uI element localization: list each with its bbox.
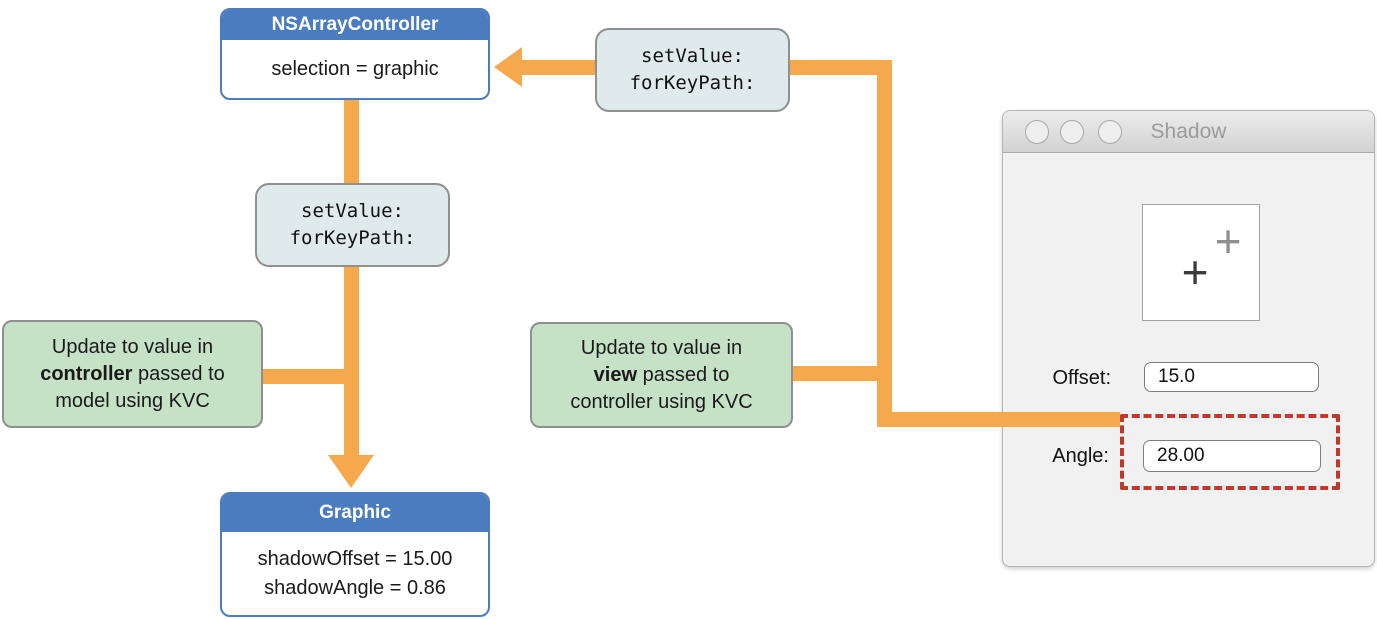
offset-label: Offset: [1052, 367, 1111, 389]
controller-update-note: Update to value in controller passed to … [2, 320, 263, 428]
arrowhead-left-icon [494, 47, 522, 87]
graphic-title: Graphic [222, 494, 488, 532]
shadow-offset-handle-icon[interactable]: + [1181, 246, 1209, 298]
kvc-setvalue-text: setValue: [301, 200, 404, 222]
offset-field[interactable] [1144, 362, 1319, 392]
shadow-offset-ghost-icon[interactable]: + [1214, 215, 1242, 267]
arrow-right-vertical-line [877, 60, 892, 427]
close-button-icon[interactable] [1025, 120, 1049, 144]
window-titlebar[interactable]: Shadow [1003, 111, 1374, 153]
nsarraycontroller-box: NSArrayController selection = graphic [220, 8, 490, 100]
arrow-view-note-connector [790, 366, 879, 381]
angle-label: Angle: [1052, 445, 1109, 467]
angle-field-highlight [1120, 414, 1340, 490]
window-title: Shadow [1150, 120, 1227, 143]
kvc-forkeypath-text: forKeyPath: [629, 72, 756, 94]
graphic-shadow-angle-text: shadowAngle = 0.86 [264, 576, 446, 599]
arrowhead-down-icon [328, 455, 374, 488]
note-line: controller using KVC [570, 390, 753, 413]
note-line: Update to value in [51, 335, 214, 358]
view-update-note: Update to value in view passed to contro… [530, 322, 793, 428]
minimize-button-icon[interactable] [1060, 120, 1084, 144]
zoom-button-icon[interactable] [1098, 120, 1122, 144]
controller-selection-text: selection = graphic [271, 57, 439, 80]
kvc-call-box-view: setValue: forKeyPath: [595, 28, 790, 112]
kvc-call-box-controller: setValue: forKeyPath: [255, 183, 450, 267]
note-line: model using KVC [55, 389, 210, 412]
kvc-setvalue-text: setValue: [641, 45, 744, 67]
arrow-controller-note-connector [260, 369, 352, 384]
arrow-controller-to-model-line [344, 98, 359, 457]
kvc-forkeypath-text: forKeyPath: [289, 227, 416, 249]
note-line: Update to value in [580, 336, 743, 359]
graphic-shadow-offset-text: shadowOffset = 15.00 [257, 547, 453, 570]
note-line: controller passed to [40, 362, 225, 385]
graphic-box: Graphic shadowOffset = 15.00 shadowAngle… [220, 492, 490, 617]
arrow-from-angle-field-line [877, 412, 1120, 427]
shadow-preview-area: + + [1142, 204, 1260, 321]
note-line: view passed to [593, 363, 730, 386]
angle-field[interactable] [1143, 440, 1321, 472]
nsarraycontroller-title: NSArrayController [222, 10, 488, 40]
shadow-window: Shadow + + Offset: Angle: [1002, 110, 1375, 567]
